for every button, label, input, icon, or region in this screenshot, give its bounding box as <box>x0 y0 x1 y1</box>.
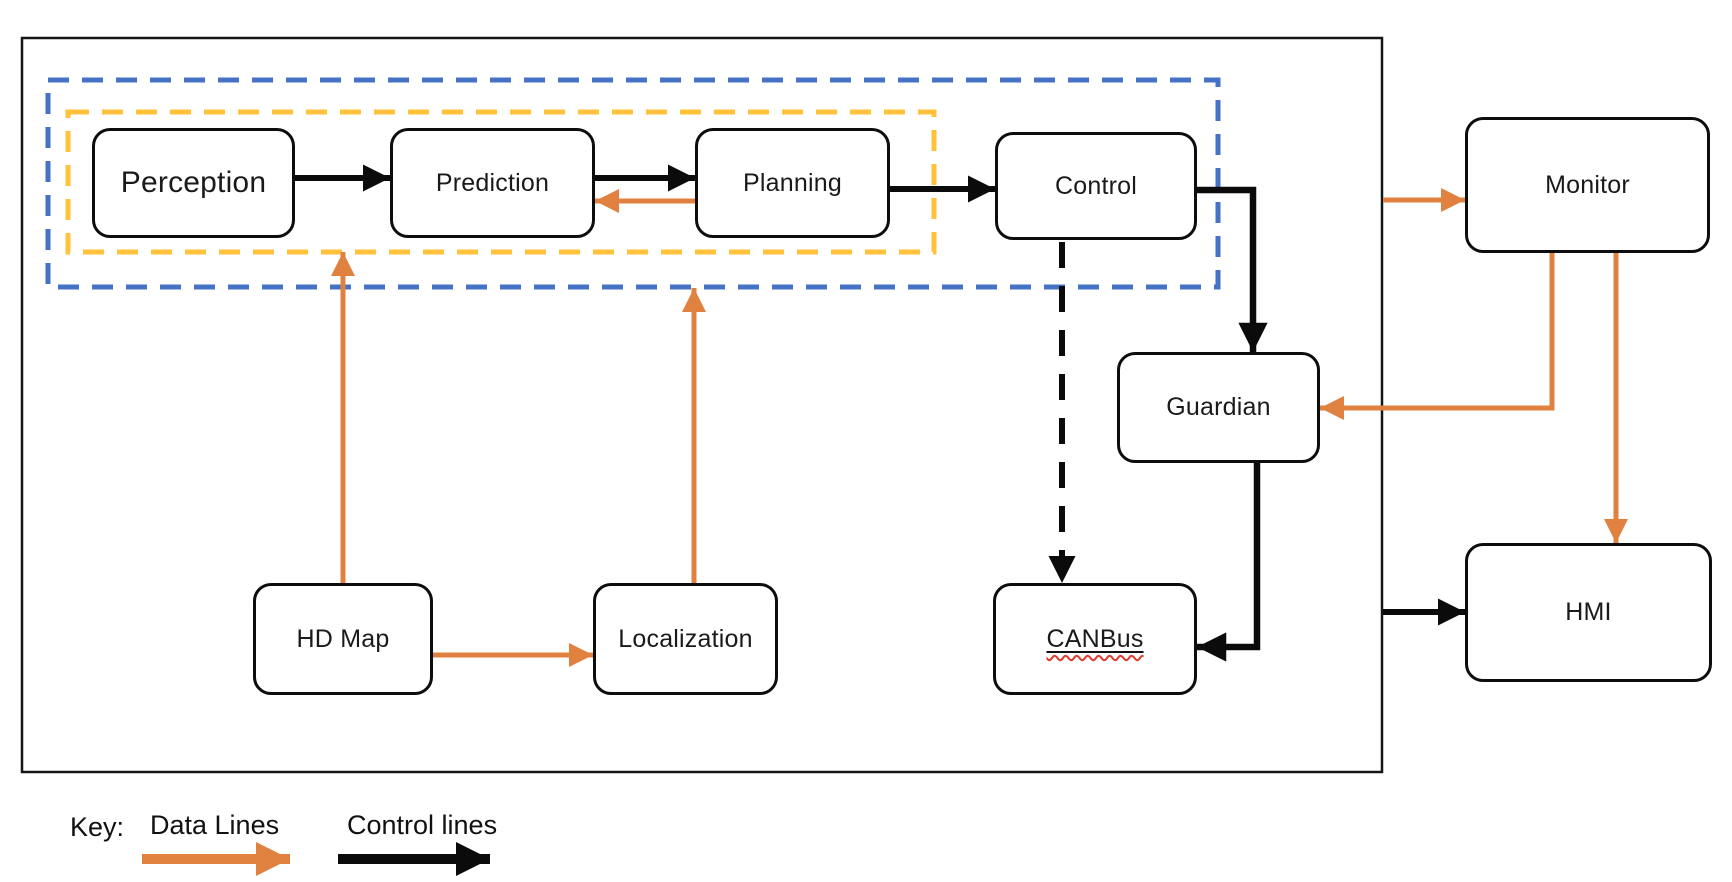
node-guardian: Guardian <box>1117 352 1320 463</box>
node-label: Localization <box>618 624 753 653</box>
node-label: HMI <box>1565 598 1612 626</box>
blue-dashed-group <box>45 77 1221 290</box>
edge-monitor-guardian-data <box>1320 253 1555 421</box>
node-hdmap: HD Map <box>253 583 433 695</box>
node-label: Control <box>1055 171 1137 200</box>
node-canbus: CANBus <box>993 583 1197 695</box>
node-perception: Perception <box>92 128 295 238</box>
system-boundary-box <box>20 36 1384 774</box>
node-label: Planning <box>743 168 842 197</box>
node-label: Guardian <box>1166 393 1271 421</box>
node-label: Monitor <box>1545 170 1630 199</box>
node-label: Prediction <box>435 168 550 197</box>
node-label: CANBus <box>1046 624 1144 653</box>
canbus-spellcheck-underline: CANBus <box>1046 625 1143 654</box>
node-label: HD Map <box>296 624 390 653</box>
node-control: Control <box>995 132 1197 240</box>
legend-control-lines-label: Control lines <box>347 810 498 840</box>
legend-title: Key: <box>70 812 125 842</box>
node-label: Perception <box>120 166 267 199</box>
node-prediction: Prediction <box>390 128 595 238</box>
node-localization: Localization <box>593 583 778 695</box>
edge-guardian-canbus <box>1197 463 1261 662</box>
node-monitor: Monitor <box>1465 117 1710 253</box>
node-planning: Planning <box>695 128 890 238</box>
legend-data-lines-label: Data Lines <box>150 810 280 840</box>
node-hmi: HMI <box>1465 543 1712 682</box>
edge-control-guardian <box>1197 186 1268 352</box>
yellow-dashed-group <box>65 109 937 255</box>
